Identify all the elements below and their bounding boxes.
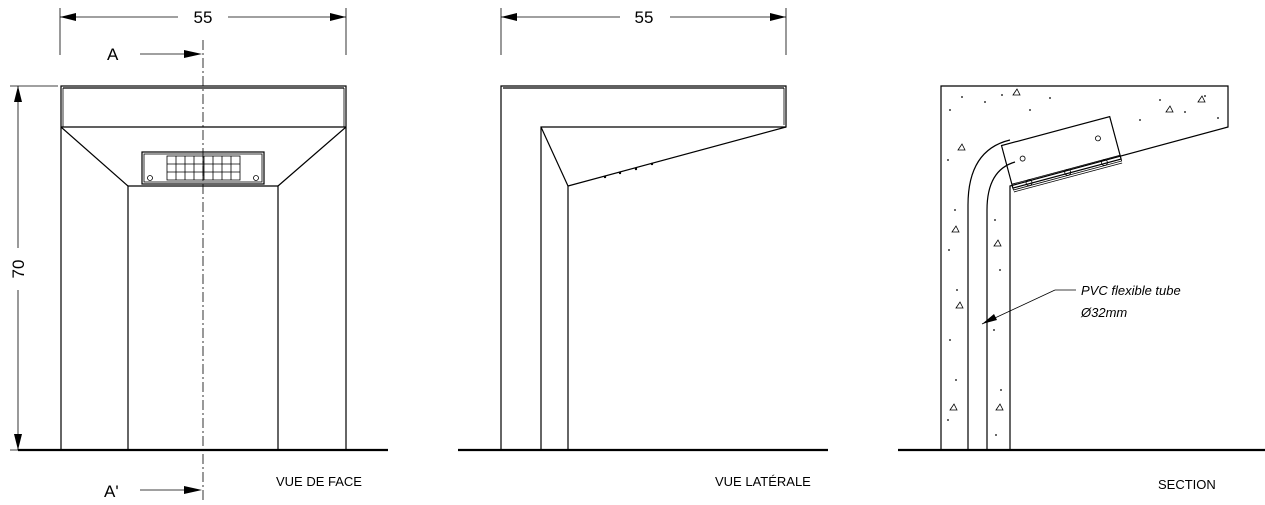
tube-annotation-line1: PVC flexible tube [1081,283,1181,298]
side-width-label: 55 [635,8,654,27]
side-width-dimension: 55 [500,8,787,55]
section-panel-box [1000,115,1123,193]
section-letter-a: A [107,45,119,64]
section-view-label: SECTION [1158,477,1216,492]
section-letter-a-prime: A' [104,482,119,501]
section-mark-bottom: A' [104,482,202,501]
height-dimension: 70 [9,85,58,451]
front-view: 55 A 70 [9,8,388,501]
front-width-label: 55 [194,8,213,27]
tube-annotation-line2: Ø32mm [1080,305,1127,320]
side-screw-heads [603,162,654,179]
section-view: PVC flexible tube Ø32mm SECTION [898,85,1265,492]
front-view-label: VUE DE FACE [276,474,362,489]
front-width-dimension: 55 [59,8,347,55]
section-mark-top: A [107,45,202,64]
side-view-label: VUE LATÉRALE [715,474,811,489]
concrete-hatching [947,88,1219,436]
side-view: 55 VUE LATÉRALE [458,8,828,489]
tube-leader [981,289,1076,325]
height-label: 70 [9,260,28,279]
